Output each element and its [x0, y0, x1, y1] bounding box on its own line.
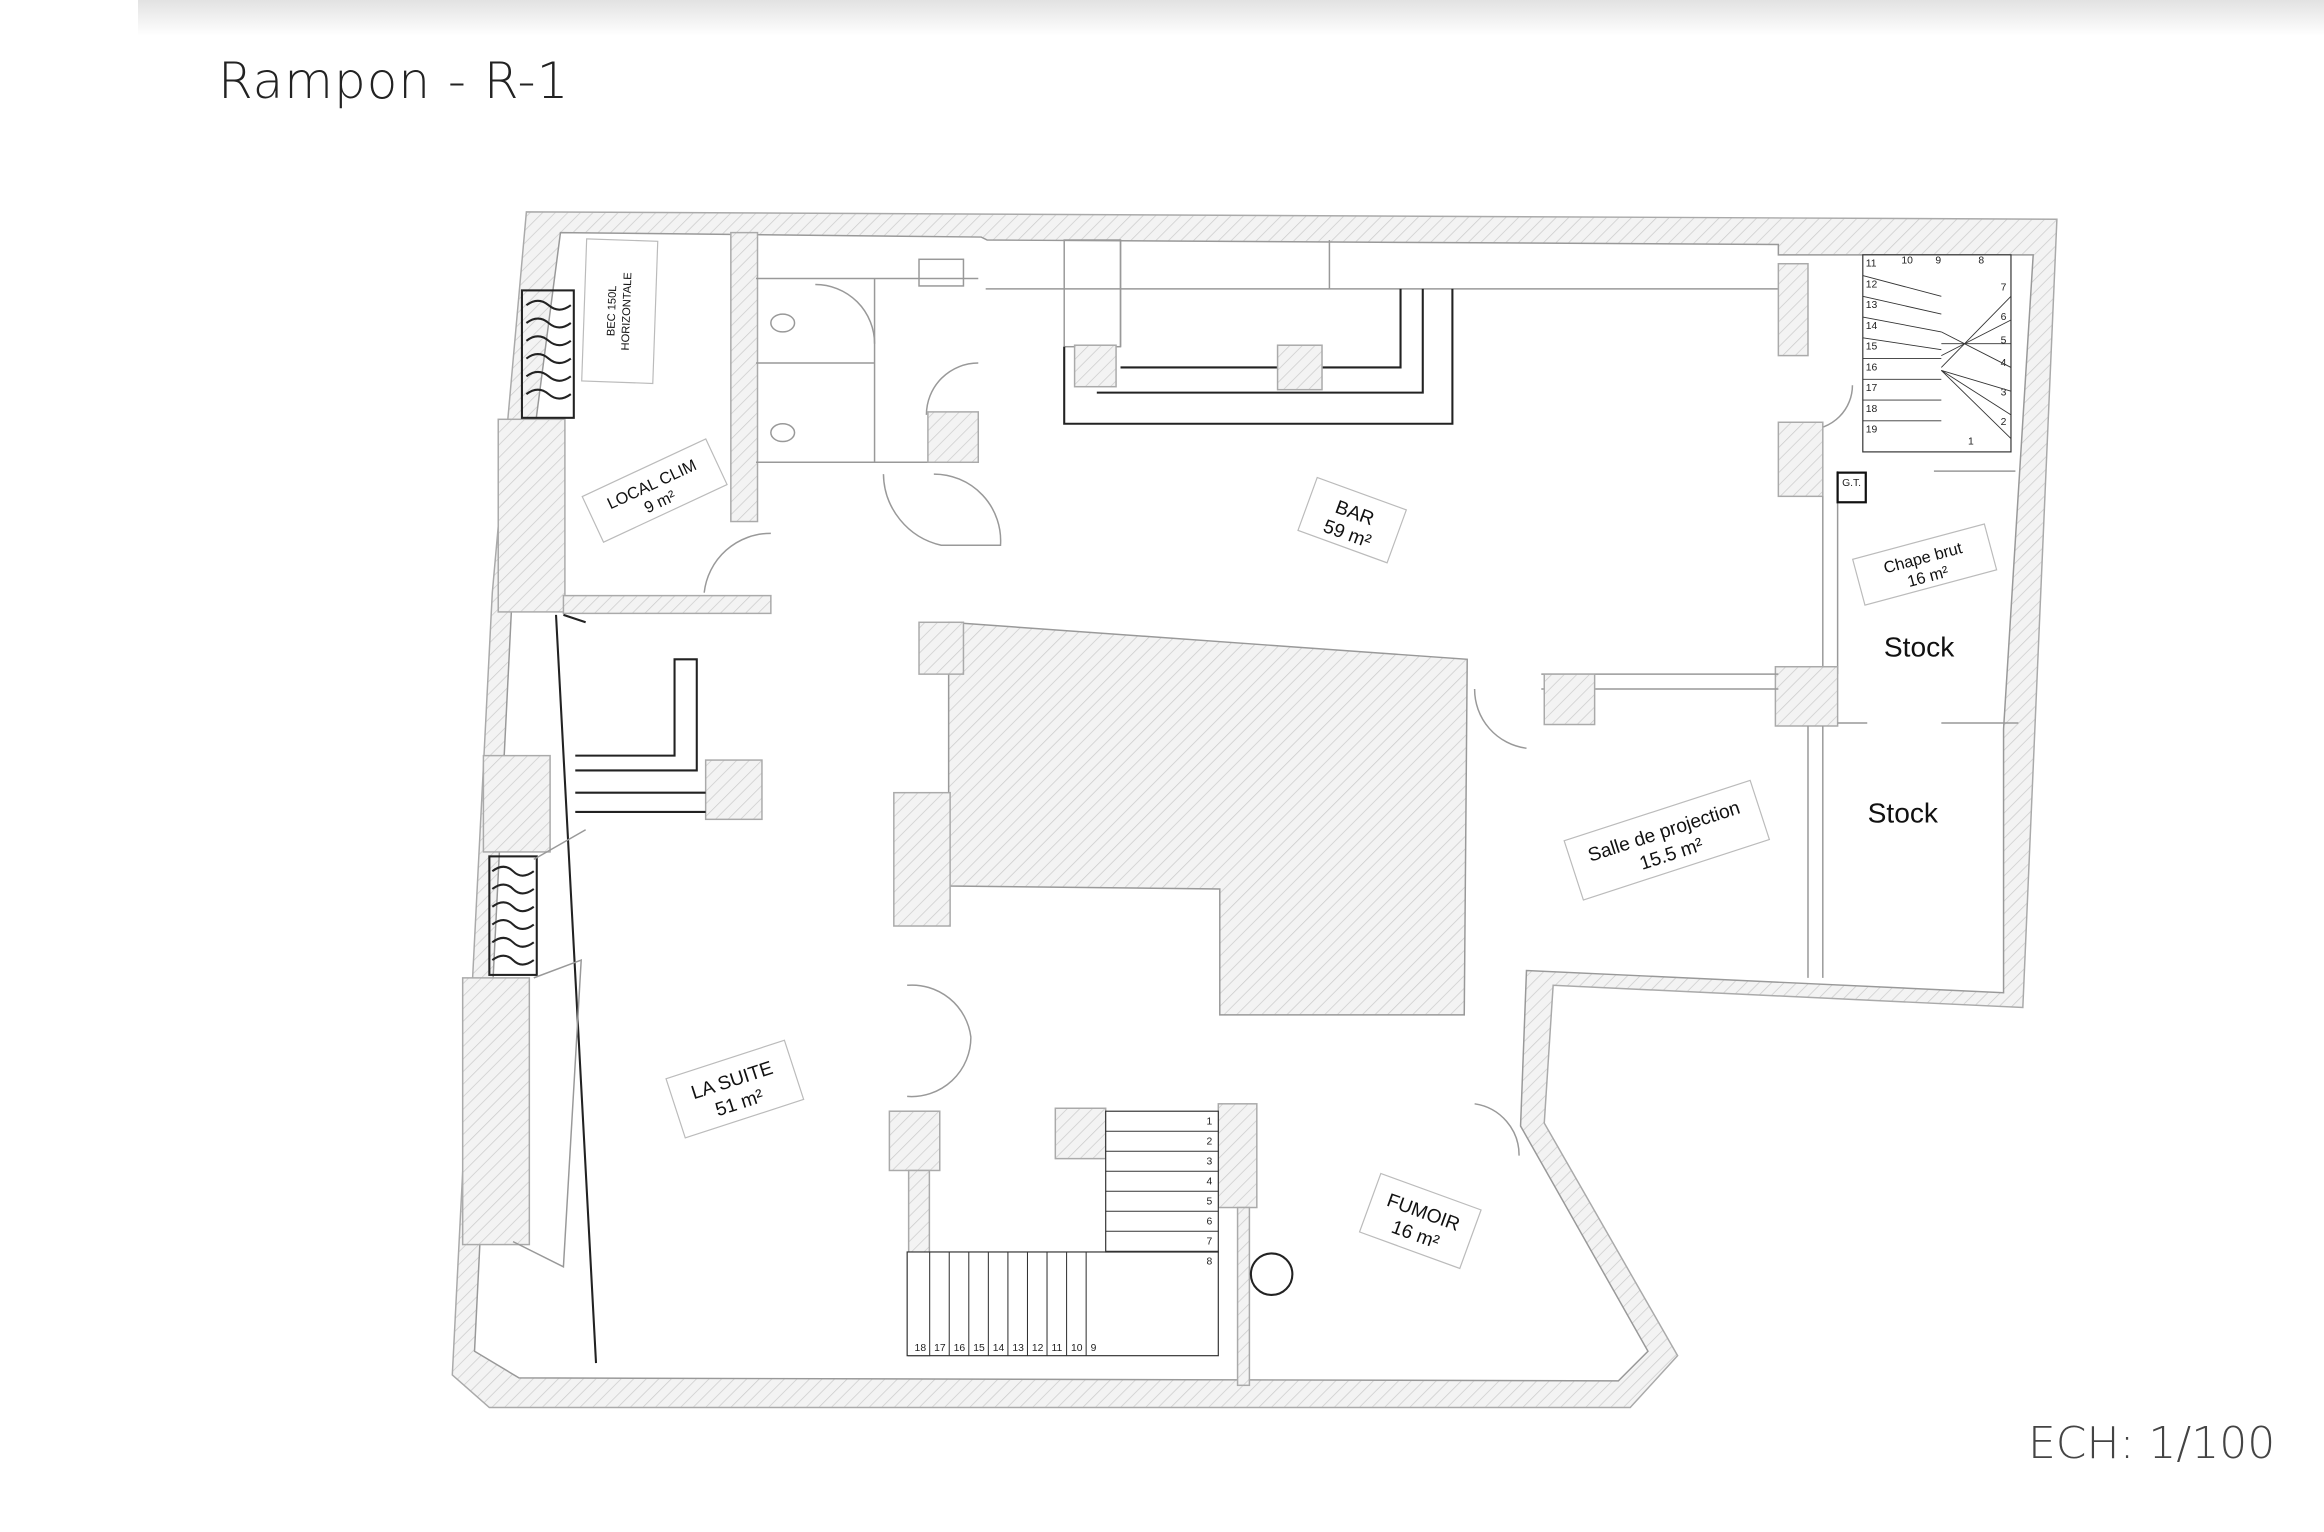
stair-number: 3 — [1206, 1157, 1212, 1168]
wall-segment — [482, 754, 551, 853]
stair-number: 5 — [1206, 1197, 1212, 1208]
stair-number: 11 — [1866, 259, 1877, 270]
stair-step — [1862, 337, 1942, 351]
door-swing — [703, 385, 1854, 1156]
wall-segment — [497, 418, 566, 613]
gt-label: G.T. — [1842, 478, 1861, 489]
column-circle — [1249, 1252, 1294, 1296]
spiral-staircase: 12345678910111213141516171819 — [1862, 254, 2012, 453]
stair-flight — [1105, 1110, 1219, 1253]
stair-step — [1941, 331, 2012, 368]
right-partitions — [1541, 262, 2019, 978]
wall-segment — [461, 977, 531, 1246]
stair-number: 19 — [1866, 425, 1878, 436]
stair-step — [1941, 370, 2012, 416]
stair-number: 10 — [1901, 256, 1913, 267]
room-stock-upper: Stock — [1884, 631, 1955, 662]
gt-box: G.T. — [1836, 471, 1867, 504]
stair-step — [1941, 369, 2012, 392]
stair-number: 9 — [1091, 1343, 1097, 1354]
stair-number: 14 — [1866, 321, 1878, 332]
pillar — [918, 621, 965, 675]
stair-number: 3 — [2001, 388, 2007, 399]
stair-number: 6 — [1206, 1217, 1212, 1228]
stair-number: 16 — [954, 1343, 966, 1354]
radiator-bottom — [488, 855, 538, 976]
room-stock-lower: Stock — [1868, 797, 1939, 828]
room-salle-de-projection: Salle de projection 15.5 m² — [1563, 779, 1771, 901]
stair-number: 8 — [1978, 256, 1984, 267]
stair-number: 4 — [1206, 1177, 1212, 1188]
stair-number: 7 — [2001, 282, 2007, 293]
radiator-top — [520, 289, 575, 419]
stair-step — [1941, 296, 2012, 368]
pillar — [888, 1110, 941, 1172]
stair-number: 6 — [2001, 312, 2007, 323]
stair-step — [1862, 275, 1942, 297]
pillar — [1054, 1107, 1107, 1160]
stair-flight — [1862, 254, 2012, 453]
stair-flight — [906, 1251, 1219, 1357]
stair-number: 11 — [1051, 1343, 1062, 1354]
pillar — [893, 791, 951, 927]
room-local-clim: LOCAL CLIM 9 m² — [581, 438, 728, 543]
wall-outline — [512, 829, 587, 1268]
bar-counter — [985, 239, 1779, 425]
bec-line1: BEC 150L — [605, 285, 619, 336]
stair-number: 16 — [1866, 362, 1878, 373]
bec-line2: HORIZONTALE — [620, 272, 635, 351]
scale-label: ECH: 1/100 — [2028, 1418, 2276, 1469]
toilets — [730, 231, 980, 523]
stair-number: 18 — [915, 1343, 927, 1354]
stair-number: 2 — [1206, 1137, 1212, 1148]
stair-number: 13 — [1012, 1343, 1024, 1354]
stair-number: 1 — [1206, 1117, 1212, 1128]
stair-number: 10 — [1071, 1343, 1083, 1354]
wall-segment — [1236, 1206, 1251, 1387]
stair-number: 15 — [1866, 342, 1878, 353]
page-title: Rampon - R-1 — [218, 52, 570, 110]
stair-number: 2 — [2001, 417, 2007, 428]
stair-number: 18 — [1866, 404, 1878, 415]
stair-number: 17 — [934, 1343, 946, 1354]
pillar — [704, 759, 763, 821]
stair-number: 14 — [993, 1343, 1005, 1354]
wall-segment — [562, 594, 772, 615]
stair-number: 12 — [1866, 279, 1878, 290]
stair-number: 5 — [2001, 336, 2007, 347]
room-chape-brut: Chape brut 16 m² — [1851, 523, 1998, 606]
banquette — [554, 613, 706, 1364]
stair-number: 13 — [1866, 300, 1878, 311]
stair-number: 1 — [1968, 436, 1974, 447]
pillar — [1217, 1103, 1258, 1209]
stair-number: 9 — [1935, 256, 1941, 267]
stair-number: 8 — [1206, 1257, 1212, 1268]
stair-step — [1941, 370, 2012, 439]
stair-step — [1941, 319, 2012, 356]
stair-number: 17 — [1866, 383, 1878, 394]
stair-number: 15 — [973, 1343, 985, 1354]
stair-step — [1862, 316, 1942, 333]
stair-number: 7 — [1206, 1237, 1212, 1248]
top-bar — [138, 0, 2324, 36]
label-bec: BEC 150L HORIZONTALE — [581, 238, 659, 385]
stair-number: 12 — [1032, 1343, 1044, 1354]
stair-step — [1862, 295, 1942, 315]
